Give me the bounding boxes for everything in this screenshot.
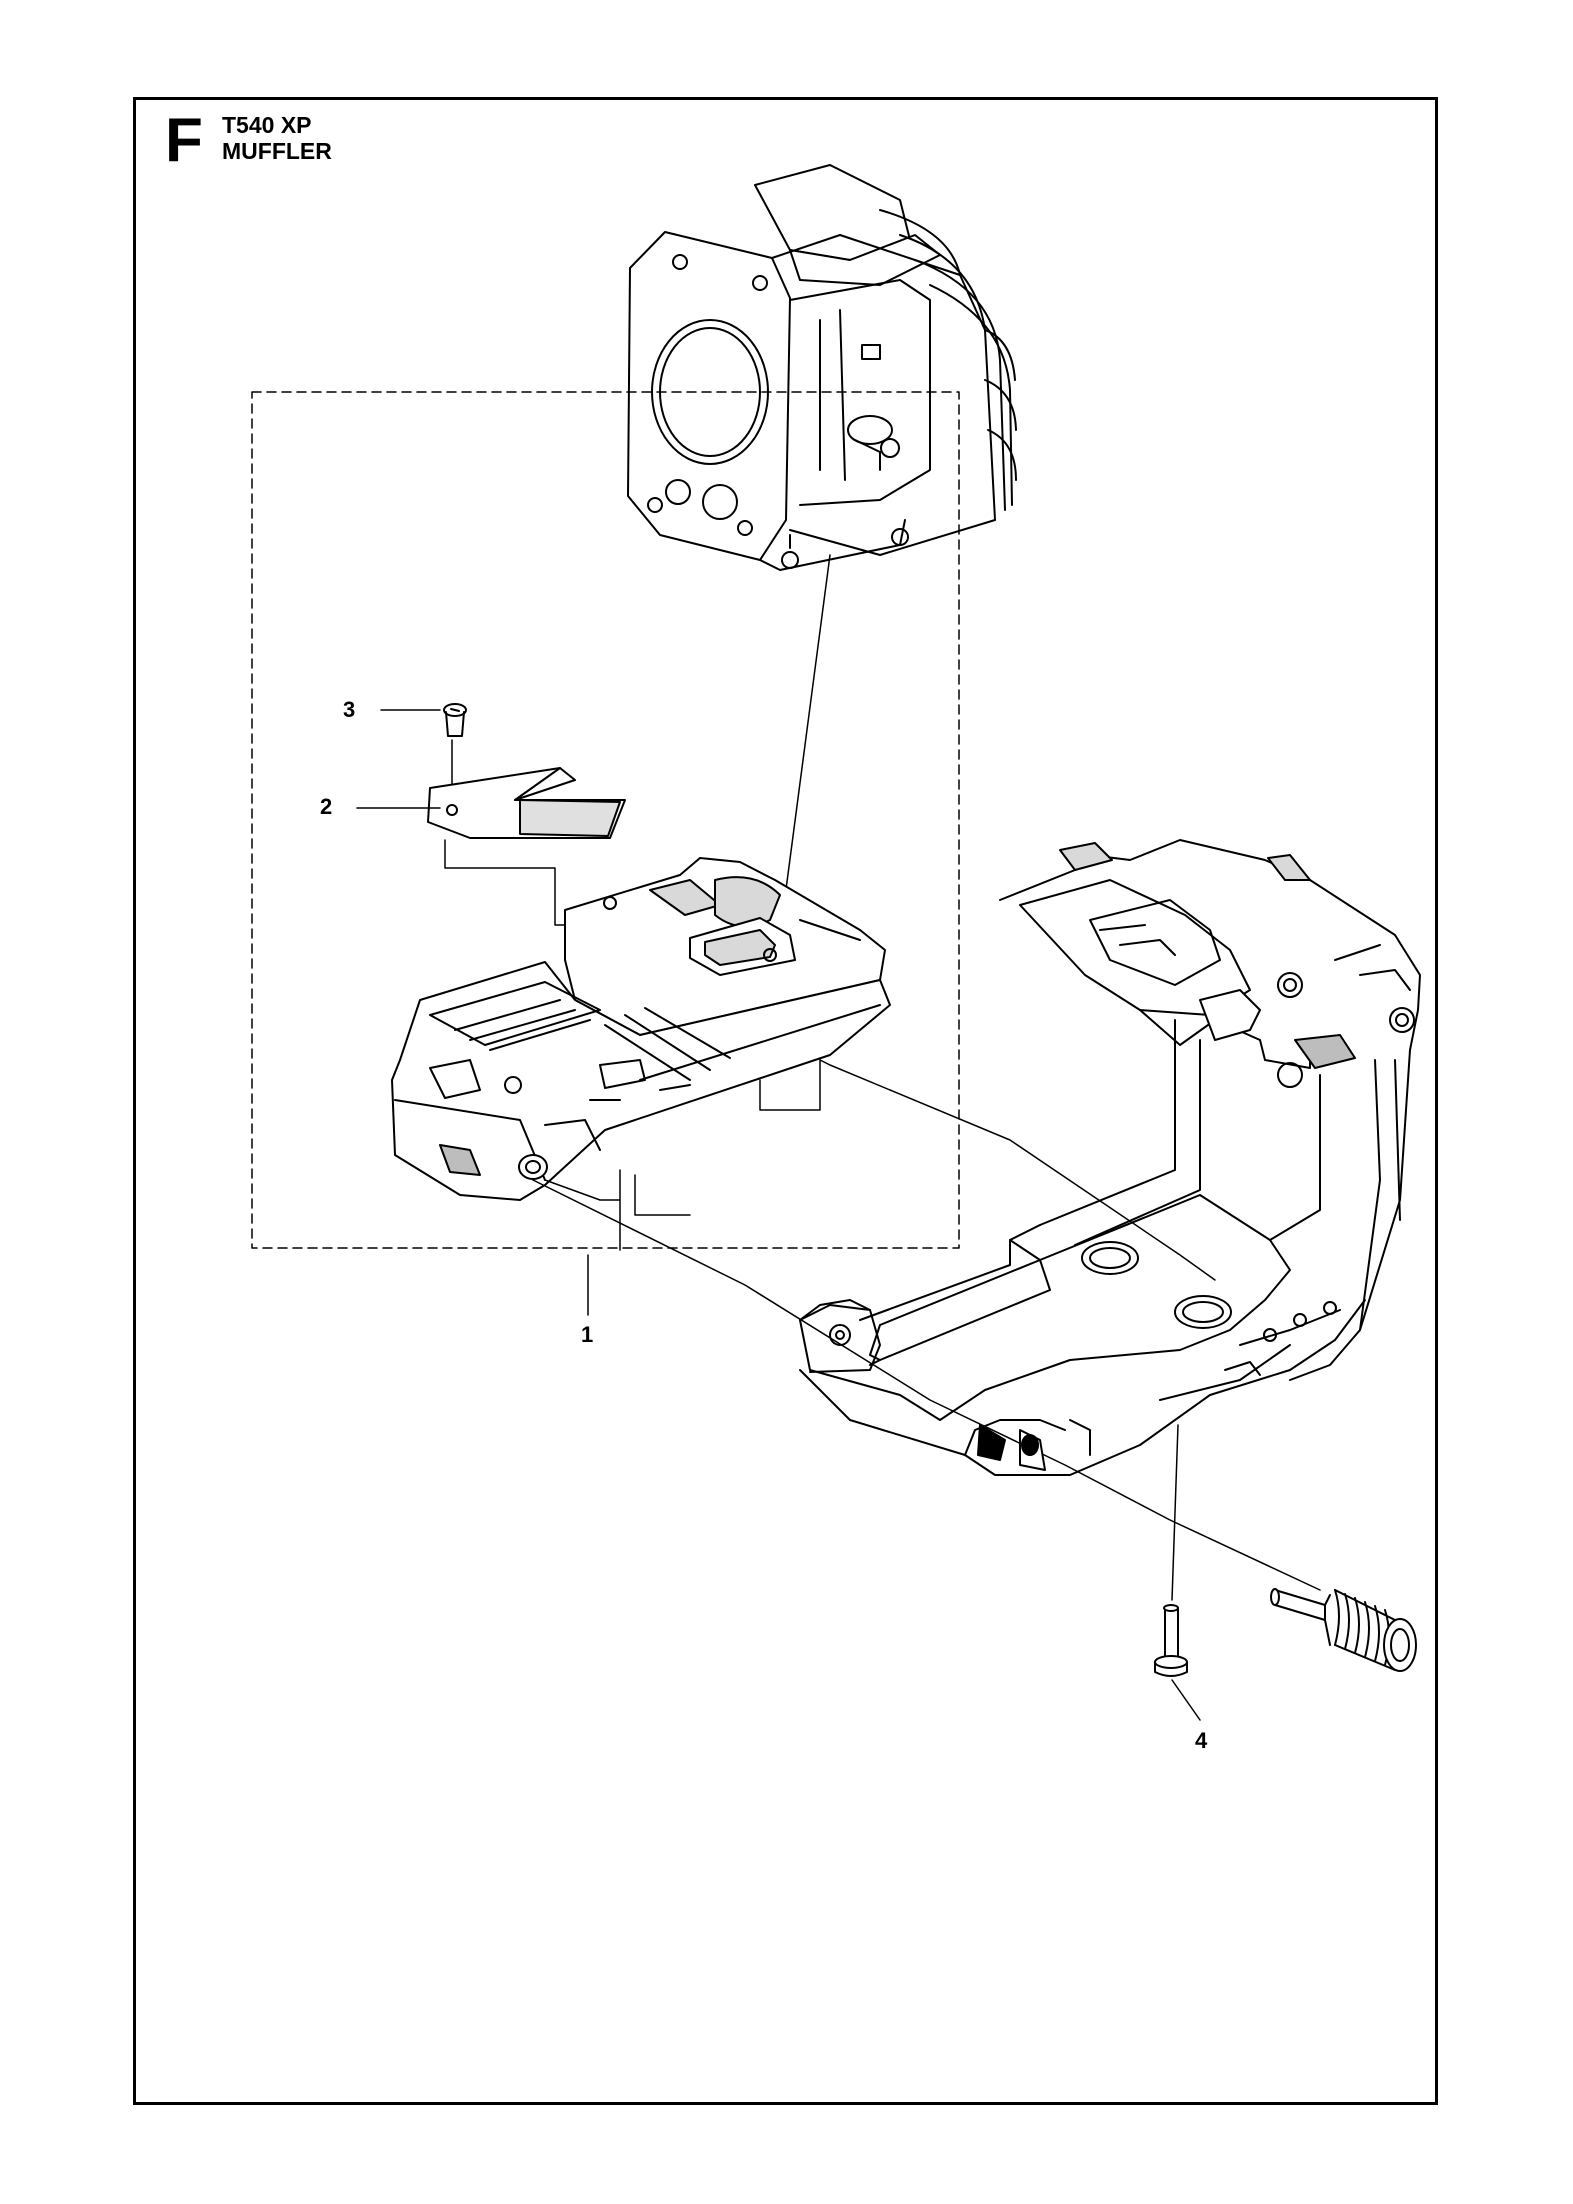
assembly-line-muffler-right bbox=[759, 1059, 1216, 1281]
spring-part bbox=[1270, 1588, 1417, 1672]
model-name: T540 XP bbox=[222, 112, 312, 138]
muffler-part-1 bbox=[391, 857, 891, 1201]
page-frame bbox=[133, 97, 1438, 2105]
assembly-line-spring bbox=[532, 1179, 1321, 1591]
diagram-title: T540 XP MUFFLER bbox=[222, 112, 332, 165]
section-letter: F bbox=[165, 106, 203, 175]
engine-housing-part bbox=[799, 839, 1421, 1476]
leader-line-4 bbox=[1171, 1679, 1201, 1721]
screw-part-3 bbox=[443, 703, 467, 737]
cylinder-part bbox=[627, 164, 1017, 571]
kit-boundary-box bbox=[251, 391, 960, 1249]
callout-3: 3 bbox=[343, 697, 356, 722]
heat-shield-part-2 bbox=[427, 767, 626, 839]
assembly-line-muffler-lower bbox=[544, 1169, 621, 1251]
assembly-line-bolt bbox=[1171, 1424, 1179, 1601]
assembly-line-cylinder bbox=[779, 554, 831, 936]
bolt-part-4 bbox=[1154, 1604, 1188, 1677]
callout-4: 4 bbox=[1195, 1728, 1208, 1753]
assembly-name: MUFFLER bbox=[222, 138, 332, 165]
callout-1: 1 bbox=[581, 1322, 594, 1347]
callout-2: 2 bbox=[320, 794, 333, 819]
